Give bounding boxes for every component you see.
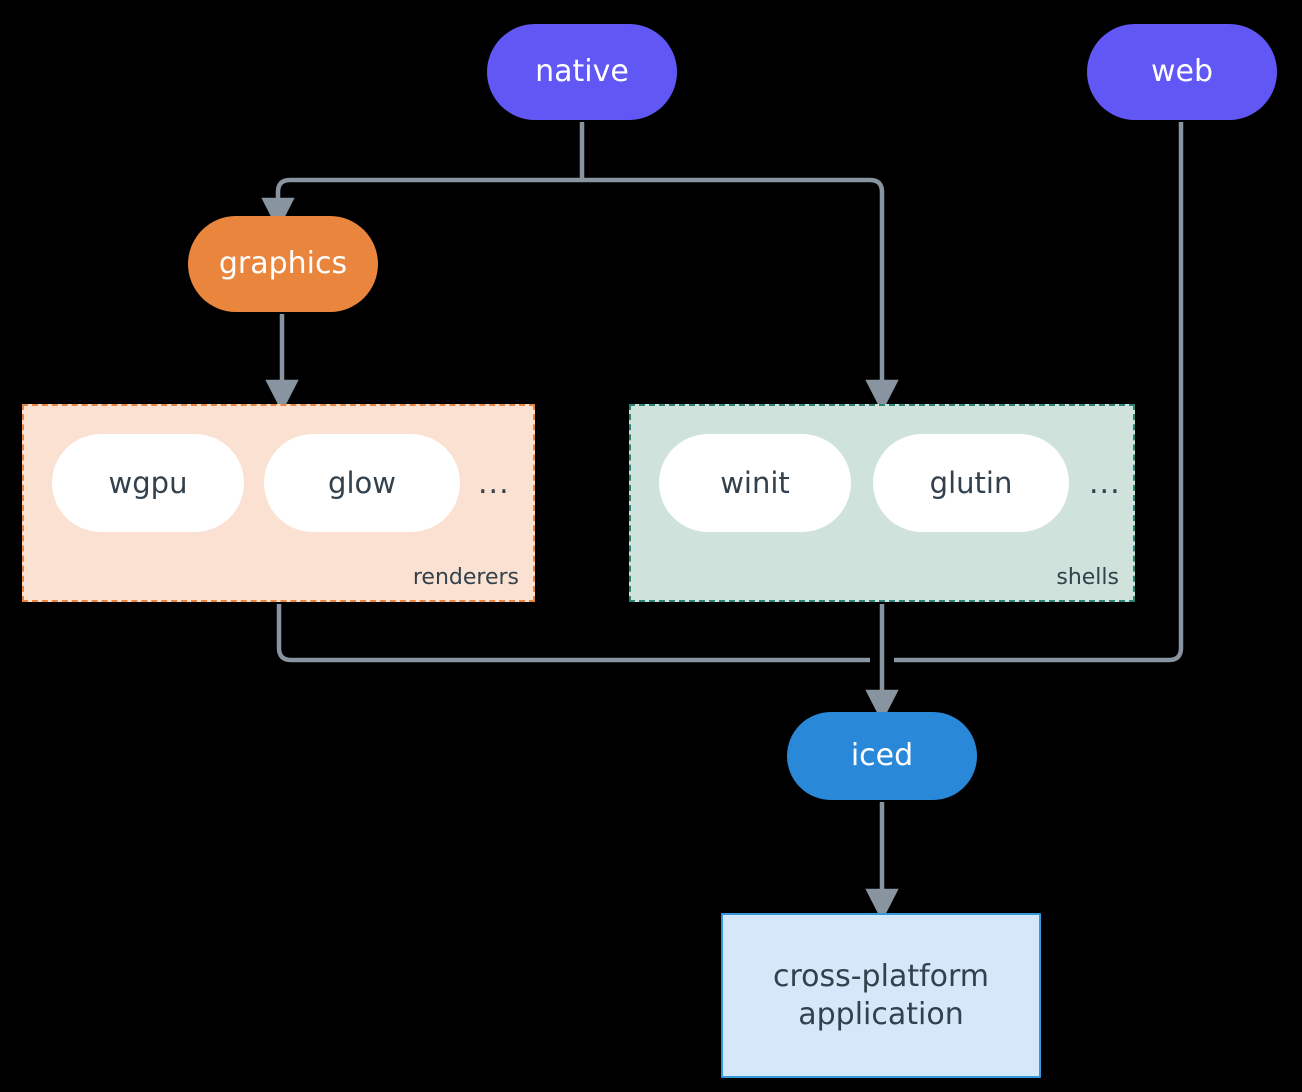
group-shells-label: shells xyxy=(1056,565,1119,590)
application-label-line1: cross-platform xyxy=(772,959,990,994)
node-iced-label: iced xyxy=(850,738,914,774)
node-glow[interactable]: glow xyxy=(264,434,460,532)
node-web-label: web xyxy=(1150,54,1214,90)
renderers-more-ellipsis: ... xyxy=(478,434,510,532)
shells-more-ellipsis: ... xyxy=(1089,434,1121,532)
shells-more-label: ... xyxy=(1089,465,1121,501)
group-shells[interactable]: winit glutin ... shells xyxy=(629,404,1135,602)
node-glow-label: glow xyxy=(328,466,396,500)
node-winit-label: winit xyxy=(720,466,790,500)
renderers-more-label: ... xyxy=(478,465,510,501)
node-iced[interactable]: iced xyxy=(787,712,977,800)
edge-renderers-to-iced xyxy=(276,604,870,663)
node-wgpu-label: wgpu xyxy=(108,466,188,500)
node-web[interactable]: web xyxy=(1087,24,1277,120)
node-winit[interactable]: winit xyxy=(659,434,851,532)
node-wgpu[interactable]: wgpu xyxy=(52,434,244,532)
group-renderers[interactable]: wgpu glow ... renderers xyxy=(22,404,535,602)
edge-native-to-shells xyxy=(582,177,899,413)
node-native-label: native xyxy=(535,54,629,90)
edge-native-to-graphics xyxy=(261,177,582,231)
node-cross-platform-application[interactable]: cross-platform application xyxy=(721,913,1041,1078)
node-graphics-label: graphics xyxy=(218,246,348,282)
node-glutin[interactable]: glutin xyxy=(873,434,1069,532)
application-label-line2: application xyxy=(798,996,964,1032)
group-renderers-label: renderers xyxy=(412,565,519,590)
node-glutin-label: glutin xyxy=(929,466,1013,500)
node-graphics[interactable]: graphics xyxy=(188,216,378,312)
node-native[interactable]: native xyxy=(487,24,677,120)
